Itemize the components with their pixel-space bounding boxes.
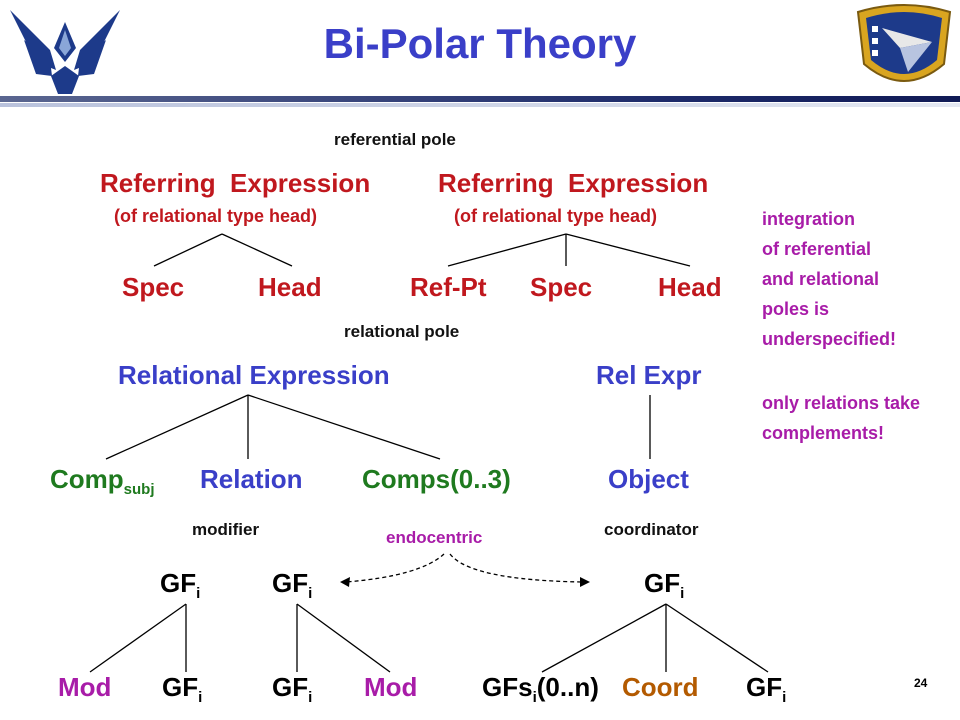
air-force-wings-logo: [10, 10, 120, 94]
comps: Comps(0..3): [362, 464, 511, 494]
coord-leaf: Coord: [622, 672, 699, 702]
gf-label: GF: [746, 672, 783, 702]
page-number: 24: [914, 676, 928, 690]
header-divider: [0, 96, 960, 110]
gf-subscript: i: [782, 689, 787, 707]
gf-label: GF: [272, 672, 309, 702]
relational-pole-label: relational pole: [344, 322, 460, 341]
gfs-label: GFs: [482, 672, 533, 702]
gf-leaf-2: GFi: [272, 672, 312, 706]
gf-label: GF: [272, 568, 309, 598]
note-line: integration: [762, 209, 855, 229]
note-line: of referential: [762, 239, 872, 259]
referring-expression-left: Referring Expression: [100, 168, 371, 198]
comp-subscript: subj: [123, 481, 155, 499]
page-title: Bi-Polar Theory: [323, 20, 637, 67]
ref-pt: Ref-Pt: [410, 272, 487, 302]
mod-left: Mod: [58, 672, 112, 702]
gf-node-middle: GFi: [272, 568, 312, 602]
note-line: complements!: [762, 423, 885, 443]
relation: Relation: [200, 464, 303, 494]
mod-right: Mod: [364, 672, 418, 702]
side-notes: integration of referential and relationa…: [762, 204, 896, 354]
comp-subj: Compsubj: [50, 464, 155, 498]
note-line: poles is: [762, 299, 830, 319]
referential-pole-label: referential pole: [334, 130, 456, 149]
gf-subscript: i: [680, 585, 685, 603]
gf-leaf-3: GFi: [746, 672, 786, 706]
note-line: and relational: [762, 269, 880, 289]
head-right: Head: [658, 272, 722, 302]
afrl-shield-logo: [856, 4, 952, 82]
referring-expression-right: Referring Expression: [438, 168, 709, 198]
modifier-label: modifier: [192, 520, 260, 539]
gfs-suffix: (0..n): [536, 672, 599, 702]
gfs-leaf: GFsi(0..n): [482, 672, 599, 706]
spec-left: Spec: [122, 272, 185, 302]
referring-sub-right: (of relational type head): [454, 206, 658, 226]
note-line: only relations take: [762, 393, 921, 413]
object: Object: [608, 464, 689, 494]
spec-right: Spec: [530, 272, 593, 302]
gf-node-right: GFi: [644, 568, 684, 602]
coordinator-label: coordinator: [604, 520, 699, 539]
gfs-subscript: i: [532, 689, 537, 707]
head-left: Head: [258, 272, 322, 302]
relational-expression: Relational Expression: [118, 360, 390, 390]
rel-expr: Rel Expr: [596, 360, 702, 390]
gf-subscript: i: [198, 689, 203, 707]
gf-subscript: i: [308, 585, 313, 603]
gf-leaf-1: GFi: [162, 672, 202, 706]
comp-label: Comp: [50, 464, 124, 494]
referring-sub-left: (of relational type head): [114, 206, 318, 226]
side-notes-2: only relations take complements!: [762, 388, 920, 448]
gf-label: GF: [162, 672, 199, 702]
gf-label: GF: [160, 568, 197, 598]
gf-label: GF: [644, 568, 681, 598]
gf-node-left: GFi: [160, 568, 200, 602]
gf-subscript: i: [308, 689, 313, 707]
gf-subscript: i: [196, 585, 201, 603]
note-line: underspecified!: [762, 329, 897, 349]
endocentric-label: endocentric: [386, 528, 483, 547]
